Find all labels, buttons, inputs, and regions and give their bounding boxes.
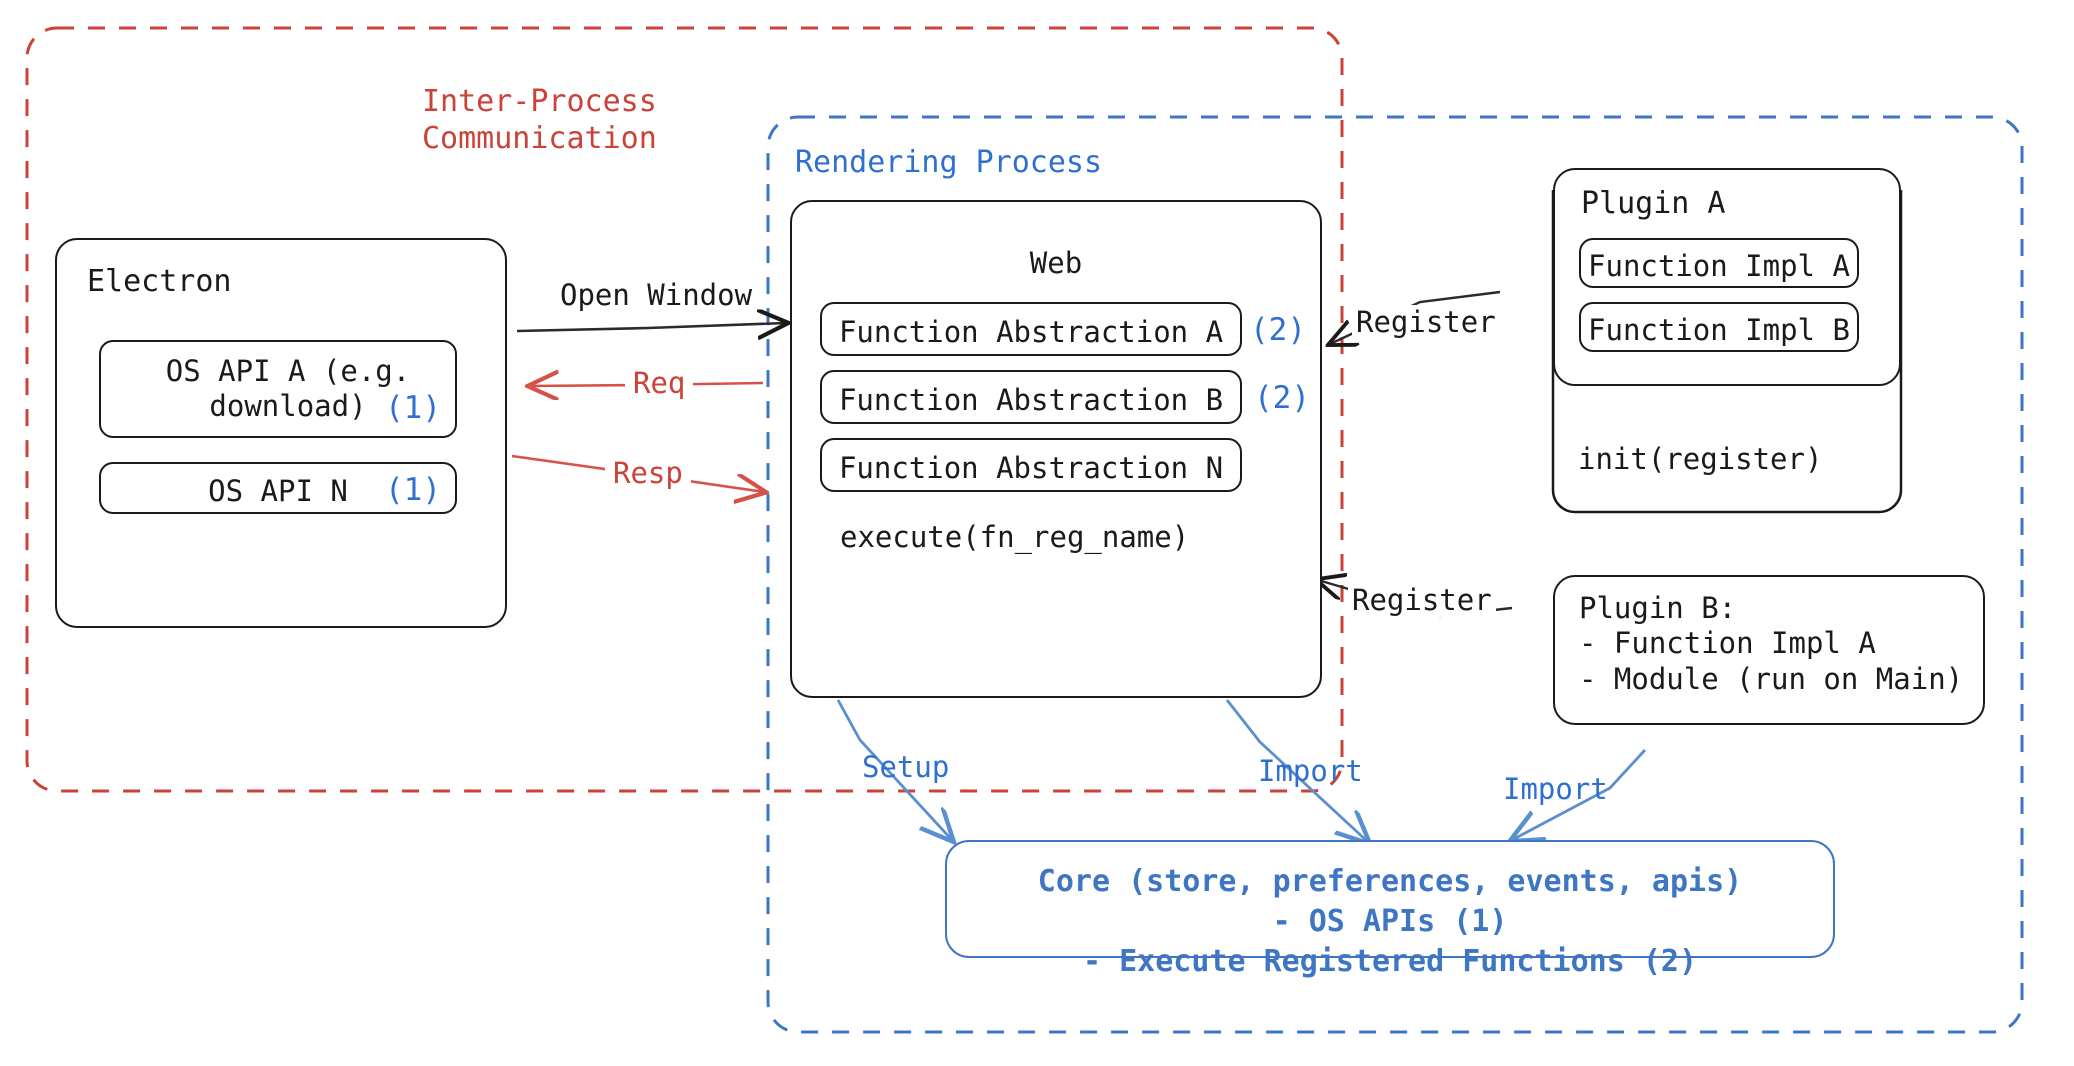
function-abstraction-b-box[interactable]: Function Abstraction B [820, 370, 1242, 424]
edge-label-open-window: Open Window [560, 278, 753, 312]
function-impl-b-box[interactable]: Function Impl B [1579, 302, 1859, 352]
core-label: Core (store, preferences, events, apis) … [1037, 864, 1743, 979]
electron-box[interactable]: Electron OS API A (e.g. download) (1) OS… [55, 238, 507, 628]
os-api-n-box[interactable]: OS API N (1) [99, 462, 457, 514]
web-box[interactable]: Web Function Abstraction A (2) Function … [790, 200, 1322, 698]
web-title: Web [1029, 246, 1083, 280]
core-box[interactable]: Core (store, preferences, events, apis) … [945, 840, 1835, 979]
web-execute-label: execute(fn_reg_name) [840, 520, 1190, 554]
function-abstraction-a-label: Function Abstraction A [838, 315, 1224, 349]
function-abstraction-b-tag: (2) [1254, 380, 1310, 416]
os-api-n-label: OS API N [208, 474, 348, 508]
plugin-a-title: Plugin A [1581, 186, 1726, 221]
edge-label-setup: Setup [862, 750, 950, 784]
function-abstraction-a-tag: (2) [1250, 312, 1306, 348]
plugin-a-box[interactable]: Plugin A Function Impl A Function Impl B [1553, 168, 1901, 386]
function-abstraction-n-box[interactable]: Function Abstraction N [820, 438, 1242, 492]
function-impl-a-box[interactable]: Function Impl A [1579, 238, 1859, 288]
plugin-b-box[interactable]: Plugin B: - Function Impl A - Module (ru… [1553, 575, 1985, 725]
function-abstraction-b-label: Function Abstraction B [838, 383, 1224, 417]
function-impl-b-label: Function Impl B [1588, 313, 1850, 347]
edge-label-register-b: Register [1348, 583, 1496, 617]
plugin-b-label: Plugin B: - Function Impl A - Module (ru… [1579, 591, 1964, 696]
edge-open-window [516, 323, 786, 331]
function-abstraction-a-box[interactable]: Function Abstraction A [820, 302, 1242, 356]
edge-label-import-plugin-b: Import [1503, 772, 1608, 806]
os-api-a-tag: (1) [385, 390, 441, 426]
os-api-a-label: OS API A (e.g. download) [165, 354, 411, 424]
os-api-n-tag: (1) [385, 472, 441, 508]
function-impl-a-label: Function Impl A [1588, 249, 1850, 283]
electron-title: Electron [87, 264, 232, 299]
function-abstraction-n-label: Function Abstraction N [838, 451, 1224, 485]
plugin-a-init-label: init(register) [1578, 442, 1823, 476]
ipc-container-label: Inter-Process Communication [422, 84, 657, 156]
edge-label-register-a: Register [1352, 305, 1500, 339]
edge-label-req: Req [625, 366, 694, 400]
os-api-a-box[interactable]: OS API A (e.g. download) (1) [99, 340, 457, 438]
edge-label-import-web: Import [1258, 754, 1363, 788]
rendering-container-label: Rendering Process [795, 145, 1103, 180]
edge-label-resp: Resp [605, 456, 691, 490]
